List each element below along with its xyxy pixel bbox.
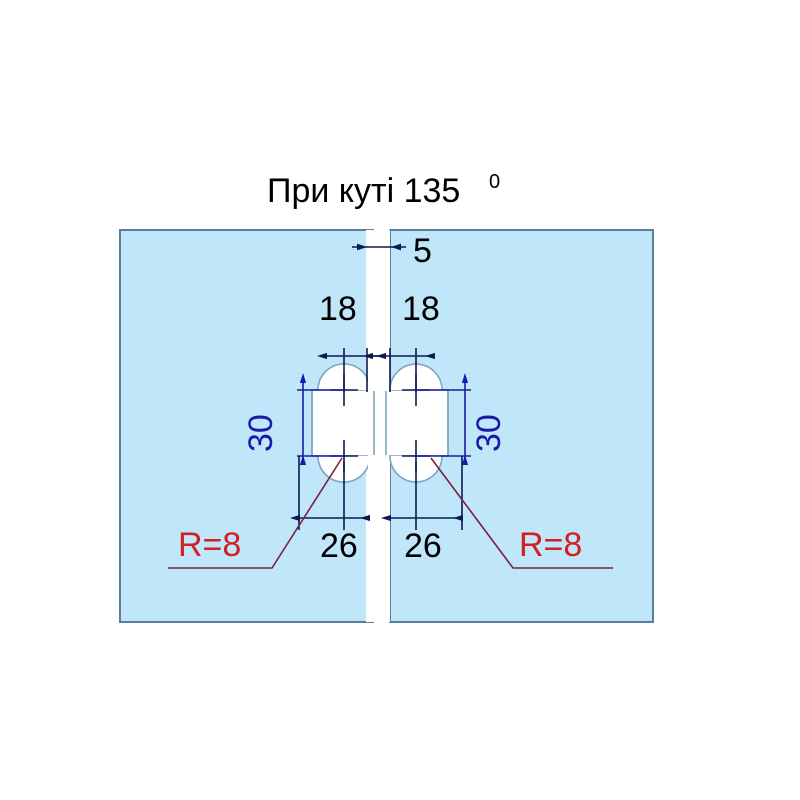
left-30-label: 30 [242, 414, 280, 452]
left-18-label: 18 [319, 290, 357, 328]
hole-offset-dimensions: 18 18 [317, 290, 440, 392]
left-hinge-body [311, 389, 375, 457]
right-18-label: 18 [402, 290, 440, 328]
gap-arrow-left [357, 243, 367, 251]
radius-callouts: R=8 R=8 [168, 457, 613, 569]
gap-arrow-right [391, 243, 401, 251]
left-radius-label: R=8 [178, 526, 241, 564]
right-radius-leader [430, 457, 613, 569]
gap-strip-upper [368, 231, 389, 391]
hole-spacing-dimensions: 30 30 [242, 373, 508, 465]
right-30-label: 30 [470, 414, 508, 452]
title-degree-symbol: 0 [489, 171, 500, 193]
left-radius-leader [168, 457, 343, 569]
hinge-cutout [311, 230, 449, 622]
edge-distance-dimensions: 26 26 [290, 456, 463, 565]
gap-dim-label: 5 [413, 232, 432, 270]
right-26-label: 26 [404, 527, 442, 565]
title-text: При куті 135 [267, 172, 460, 210]
right-radius-label: R=8 [519, 526, 582, 564]
gap-dimension: 5 [352, 232, 432, 270]
left-26-label: 26 [320, 527, 358, 565]
drawing-title: При куті 135 0 [267, 171, 500, 210]
gap-strip-lower [368, 455, 389, 621]
right-hinge-body [385, 389, 449, 457]
